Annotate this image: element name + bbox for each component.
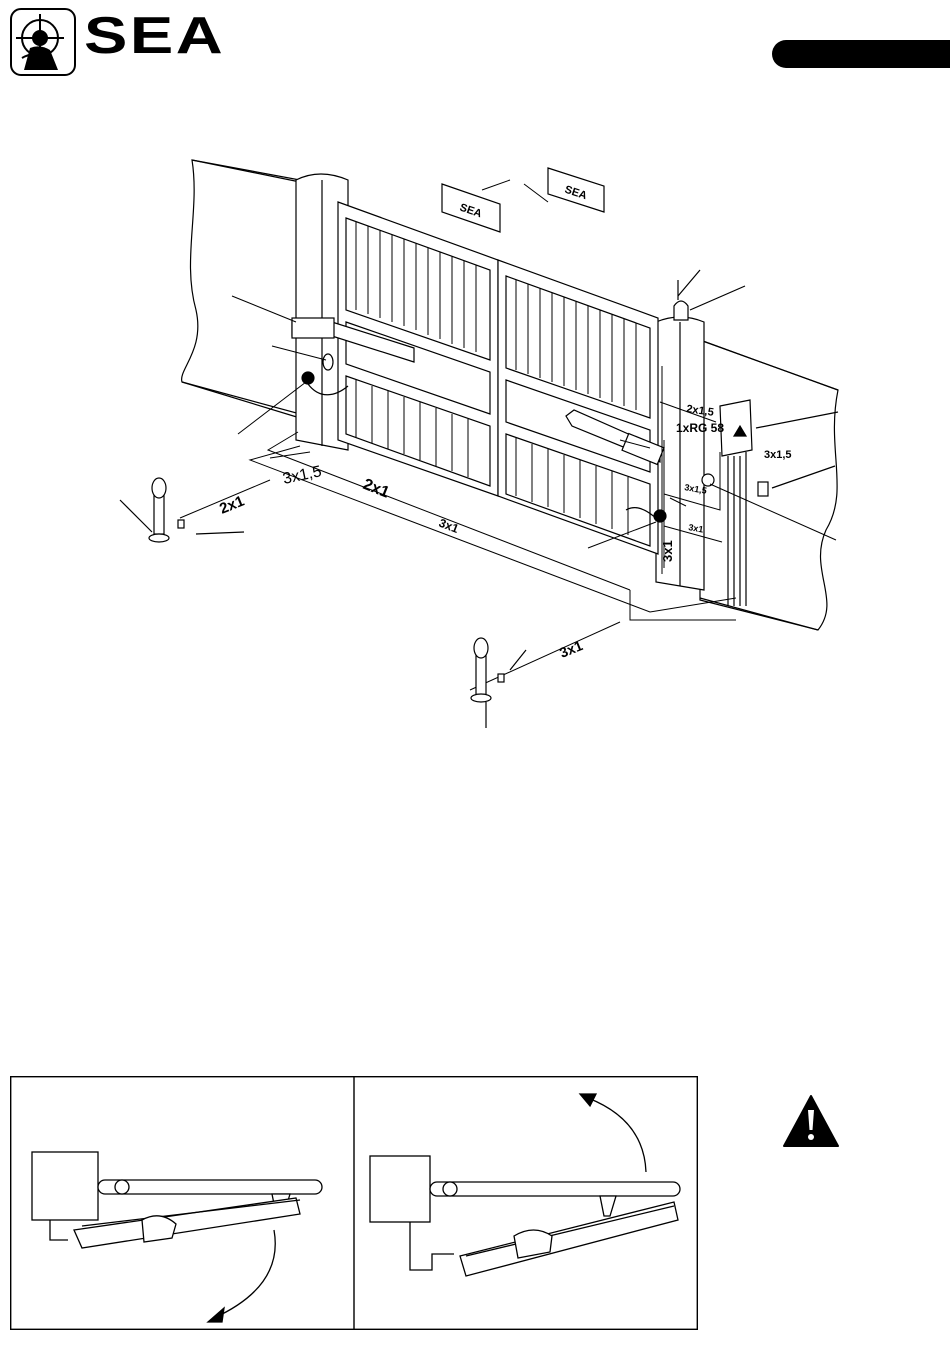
left-gate-leaf [338,202,498,496]
cable-label-bottom-long: 3x1 [437,516,461,536]
installation-diagram: SEA SEA 2x1 3x1,5 2x1 3x1 3x1 2x1,5 1xRG… [0,150,950,740]
cable-label-vertical: 3x1 [660,540,675,562]
cable-label-key-selector: 3x1,5 [764,449,792,461]
brand-logo-text: SEA [84,6,225,66]
outward-opening-figure [370,1094,680,1276]
cable-label-antenna: 1xRG 58 [676,421,724,435]
warning-triangle-icon [782,1094,840,1148]
header-tab-decoration [772,40,950,68]
opening-direction-figures [10,1076,698,1330]
sea-emblem-icon [10,8,76,76]
cable-label-right-photocell: 3x1 [557,637,585,661]
right-post-photocell [471,638,526,728]
cable-label-left-photocell: 2x1 [217,493,247,518]
right-wall [700,340,838,630]
left-wall [182,160,300,418]
cable-label-motor-left: 2x1 [361,476,392,502]
inward-opening-figure [32,1152,322,1322]
cable-label-gate-front: 3x1,5 [281,463,323,488]
right-gate-leaf [498,260,658,554]
flashing-light [674,270,745,320]
